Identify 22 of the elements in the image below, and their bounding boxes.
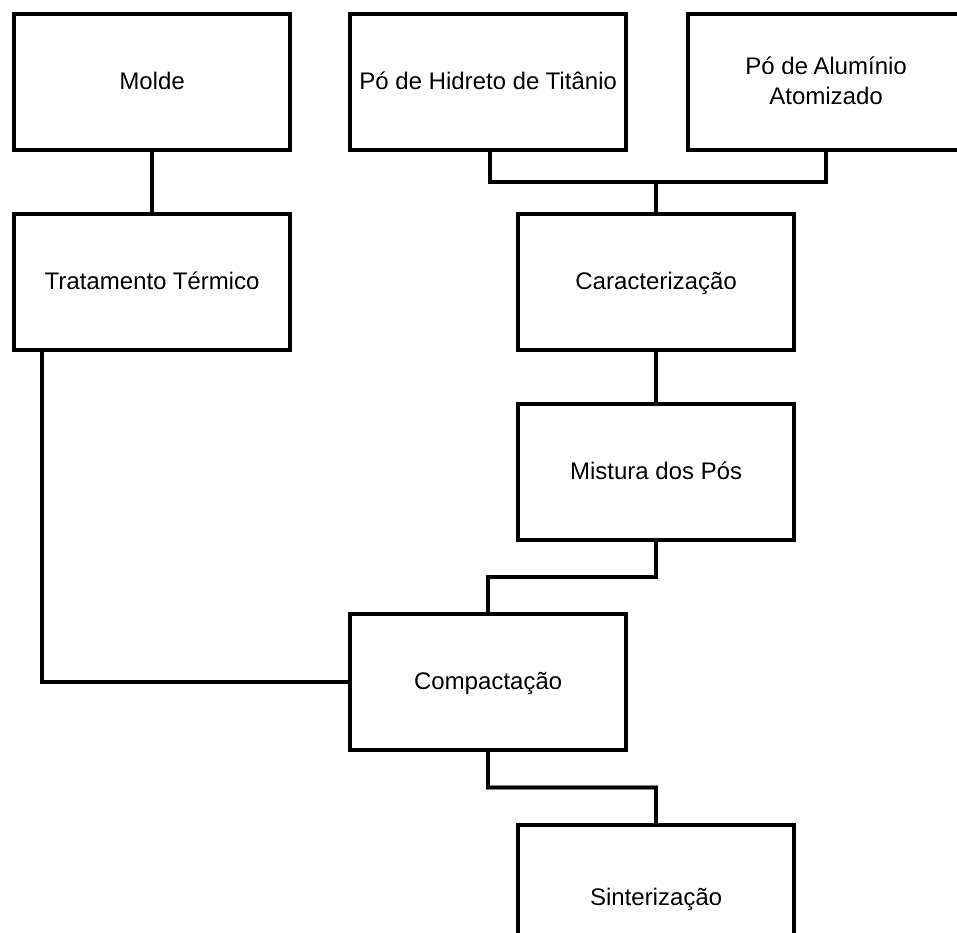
process-box xyxy=(12,12,292,152)
process-box xyxy=(12,212,292,352)
box-label: Pó de Hidreto de Titânio xyxy=(359,67,617,97)
process-box xyxy=(686,12,957,152)
connector-line xyxy=(654,352,658,402)
connector-line xyxy=(150,152,154,212)
box-label: Caracterização xyxy=(575,267,737,297)
process-box xyxy=(516,823,796,933)
box-label: Pó de Alumínio Atomizado xyxy=(744,52,908,112)
connector-line xyxy=(40,352,348,684)
process-box xyxy=(516,212,796,352)
box-label: Tratamento Térmico xyxy=(44,267,260,297)
process-box xyxy=(348,12,628,152)
box-label: Compactação xyxy=(414,667,562,697)
process-box xyxy=(348,612,628,752)
box-label: Molde xyxy=(119,67,185,97)
connector-line xyxy=(486,752,658,823)
box-label: Sinterização xyxy=(590,883,722,913)
box-label: Mistura dos Pós xyxy=(570,457,742,487)
connector-line xyxy=(486,542,658,612)
connector-line xyxy=(654,152,828,212)
process-box xyxy=(516,402,796,542)
